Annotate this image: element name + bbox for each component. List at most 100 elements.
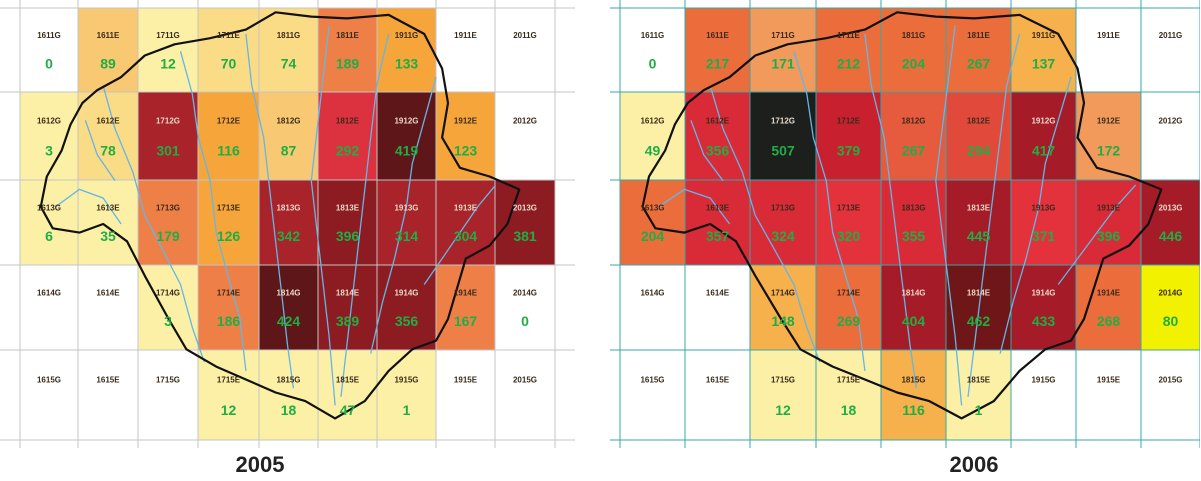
cell-code: 1811G xyxy=(902,31,926,40)
cell-code: 1915E xyxy=(1097,375,1121,384)
cell-count: 1 xyxy=(403,402,411,418)
cell-fill xyxy=(495,92,555,180)
cell-fill xyxy=(78,8,138,92)
cell-fill xyxy=(436,180,495,265)
grid-cell xyxy=(78,180,138,265)
grid-cell xyxy=(318,92,377,180)
grid-cell xyxy=(495,180,555,265)
grid-cell xyxy=(495,265,555,350)
year-label-2006: 2006 xyxy=(949,452,999,477)
cell-code: 1814E xyxy=(967,289,991,298)
cell-count: 133 xyxy=(395,55,419,71)
cell-code: 2015G xyxy=(513,375,537,384)
cell-count: 371 xyxy=(1032,228,1056,244)
cell-code: 1713E xyxy=(217,204,241,213)
cell-count: 3 xyxy=(45,142,53,158)
grid-cell xyxy=(495,92,555,180)
cell-fill xyxy=(1076,8,1141,92)
cell-fill xyxy=(1141,92,1200,180)
cell-fill xyxy=(377,350,436,440)
cell-count: 379 xyxy=(837,142,861,158)
cell-code: 1912E xyxy=(454,117,478,126)
cell-count: 87 xyxy=(281,142,297,158)
grid-cell xyxy=(495,350,555,440)
river-line xyxy=(709,85,821,363)
river-line xyxy=(967,33,1021,397)
cell-fill xyxy=(750,180,816,265)
cell-fill xyxy=(750,265,816,350)
grid-cell xyxy=(138,180,198,265)
grid-cell xyxy=(1011,92,1076,180)
cell-fill xyxy=(495,350,555,440)
cell-count: 217 xyxy=(706,55,730,71)
grid-cell xyxy=(620,265,685,350)
grid-cell xyxy=(750,265,816,350)
river-line xyxy=(864,33,918,389)
cell-fill xyxy=(685,265,750,350)
cell-code: 1813E xyxy=(967,204,991,213)
cell-code: 1715E xyxy=(217,375,241,384)
cell-fill xyxy=(495,180,555,265)
cell-code: 1714G xyxy=(156,289,180,298)
cell-fill xyxy=(78,180,138,265)
cell-count: 357 xyxy=(706,228,730,244)
grid-cell xyxy=(946,180,1011,265)
grid-cell xyxy=(750,8,816,92)
grid-cell xyxy=(377,8,436,92)
river-line xyxy=(55,188,122,225)
cell-fill xyxy=(20,92,78,180)
cell-code: 1714E xyxy=(217,289,241,298)
grid-cell xyxy=(436,180,495,265)
cell-fill xyxy=(1141,180,1200,265)
cell-fill xyxy=(1076,180,1141,265)
cell-code: 1613G xyxy=(37,204,61,213)
cell-code: 1814E xyxy=(336,289,360,298)
cell-count: 171 xyxy=(771,55,795,71)
cell-fill xyxy=(259,92,318,180)
cell-code: 1713G xyxy=(156,204,180,213)
cell-code: 2011G xyxy=(1159,31,1183,40)
cell-fill xyxy=(138,265,198,350)
river-line xyxy=(102,85,205,363)
cell-code: 1913E xyxy=(454,204,478,213)
cell-count: 35 xyxy=(100,228,116,244)
grid-cell xyxy=(377,350,436,440)
cell-fill xyxy=(816,350,881,440)
cell-code: 1812G xyxy=(901,117,925,126)
cell-code: 1712G xyxy=(771,117,795,126)
cell-fill xyxy=(620,92,685,180)
cell-code: 1914G xyxy=(394,289,418,298)
cell-count: 424 xyxy=(277,313,301,329)
grid-cell xyxy=(259,8,318,92)
grid-cell xyxy=(198,92,259,180)
grid-cell xyxy=(1141,92,1200,180)
grid-cell xyxy=(750,180,816,265)
cell-count: 0 xyxy=(649,55,657,71)
cell-fill xyxy=(685,8,750,92)
cell-count: 304 xyxy=(454,228,478,244)
grid-cell xyxy=(1011,8,1076,92)
cell-count: 18 xyxy=(281,402,297,418)
cell-code: 1914G xyxy=(1031,289,1055,298)
cell-fill xyxy=(816,8,881,92)
cell-count: 116 xyxy=(902,402,925,418)
cell-code: 1815E xyxy=(336,375,360,384)
cell-fill xyxy=(1011,350,1076,440)
grid-cell xyxy=(138,92,198,180)
grid-cell xyxy=(259,180,318,265)
grid-cell xyxy=(436,8,495,92)
cell-code: 1812E xyxy=(336,117,360,126)
grid-cell xyxy=(78,350,138,440)
grid-cell xyxy=(620,350,685,440)
grid-cell xyxy=(198,180,259,265)
cell-fill xyxy=(1011,8,1076,92)
cell-fill xyxy=(1076,350,1141,440)
cell-code: 1815G xyxy=(901,375,925,384)
cell-fill xyxy=(946,8,1011,92)
cell-fill xyxy=(620,350,685,440)
cell-fill xyxy=(881,92,946,180)
grid-cell xyxy=(318,180,377,265)
cell-count: 18 xyxy=(841,402,857,418)
cell-count: 267 xyxy=(967,55,991,71)
cell-fill xyxy=(436,265,495,350)
